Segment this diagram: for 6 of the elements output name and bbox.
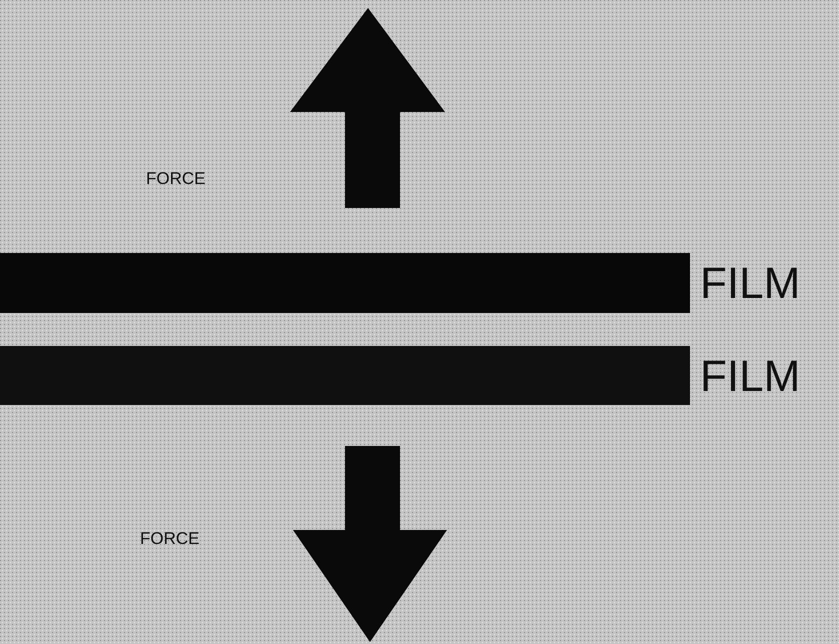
film-layer: [0, 253, 690, 313]
force-label: FORCE: [140, 530, 200, 547]
film-label: FILM: [700, 262, 800, 306]
force-label: FORCE: [146, 170, 206, 187]
film-layer: [0, 346, 690, 405]
film-label: FILM: [700, 355, 800, 399]
